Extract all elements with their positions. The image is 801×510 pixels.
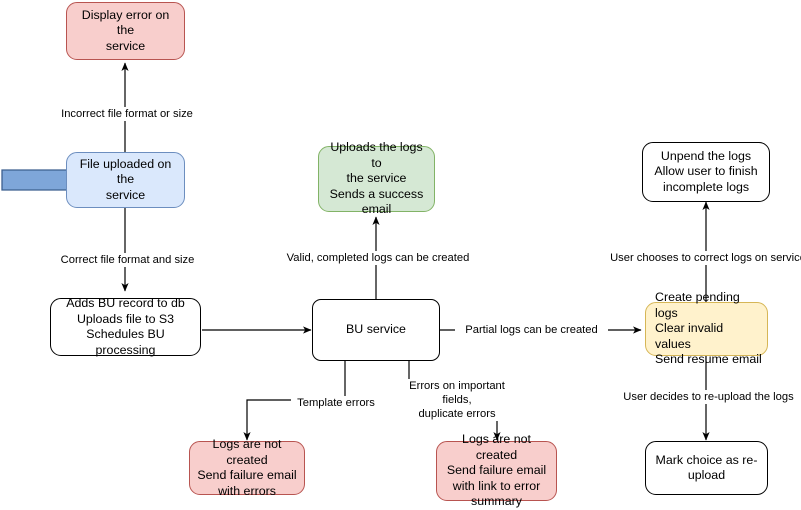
node-uploads-logs[interactable]: Uploads the logs to the service Sends a … (318, 140, 435, 216)
edge-label-correct-format: Correct file format and size (56, 253, 199, 267)
node-unpend-logs[interactable]: Unpend the logs Allow user to finish inc… (642, 142, 770, 202)
edge-label-important-errors: Errors on important fields, duplicate er… (391, 379, 523, 421)
node-bu-service[interactable]: BU service (312, 299, 440, 361)
edge-label-incorrect-format: Incorrect file format or size (55, 107, 199, 121)
node-logs-not-created-fields[interactable]: Logs are not created Send failure email … (436, 432, 557, 508)
node-file-uploaded[interactable]: File uploaded on the service (66, 152, 185, 208)
edge-label-user-corrects: User chooses to correct logs on service (608, 251, 801, 265)
edge-label-valid-logs: Valid, completed logs can be created (282, 251, 474, 265)
node-display-error[interactable]: Display error on the service (66, 2, 185, 60)
node-adds-bu-record[interactable]: Adds BU record to db Uploads file to S3 … (50, 296, 201, 357)
edge-label-partial-logs: Partial logs can be created (455, 323, 608, 337)
edge-label-user-reuploads: User decides to re-upload the logs (618, 390, 799, 404)
node-logs-not-created-template[interactable]: Logs are not created Send failure email … (189, 437, 305, 498)
node-mark-choice-reupload[interactable]: Mark choice as re- upload (645, 441, 768, 495)
edge-label-template-errors: Template errors (291, 396, 381, 410)
node-create-pending-logs[interactable]: Create pending logs Clear invalid values… (645, 290, 768, 366)
